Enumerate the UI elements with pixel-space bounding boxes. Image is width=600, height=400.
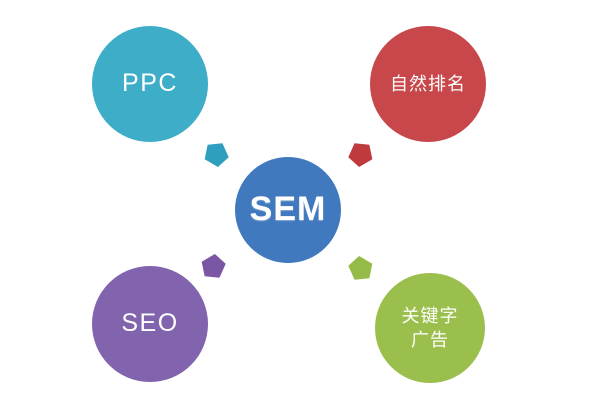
node-sem-label: SEM [249, 190, 327, 229]
node-keyword-advertising[interactable]: 关键字 广告 [375, 273, 485, 383]
node-seo-label: SEO [121, 309, 179, 338]
node-ppc[interactable]: PPC [92, 26, 208, 142]
arrow-lower-right-icon [343, 251, 380, 288]
node-keyword-advertising-label: 关键字 广告 [401, 305, 459, 350]
node-seo[interactable]: SEO [92, 266, 208, 382]
node-ppc-label: PPC [122, 69, 178, 98]
node-organic-ranking[interactable]: 自然排名 [370, 26, 486, 142]
node-sem-center[interactable]: SEM [235, 157, 341, 263]
arrow-upper-left-icon [198, 136, 235, 173]
node-organic-ranking-label: 自然排名 [390, 73, 466, 94]
arrow-lower-left-icon [195, 249, 232, 286]
arrow-upper-right-icon [343, 136, 380, 173]
